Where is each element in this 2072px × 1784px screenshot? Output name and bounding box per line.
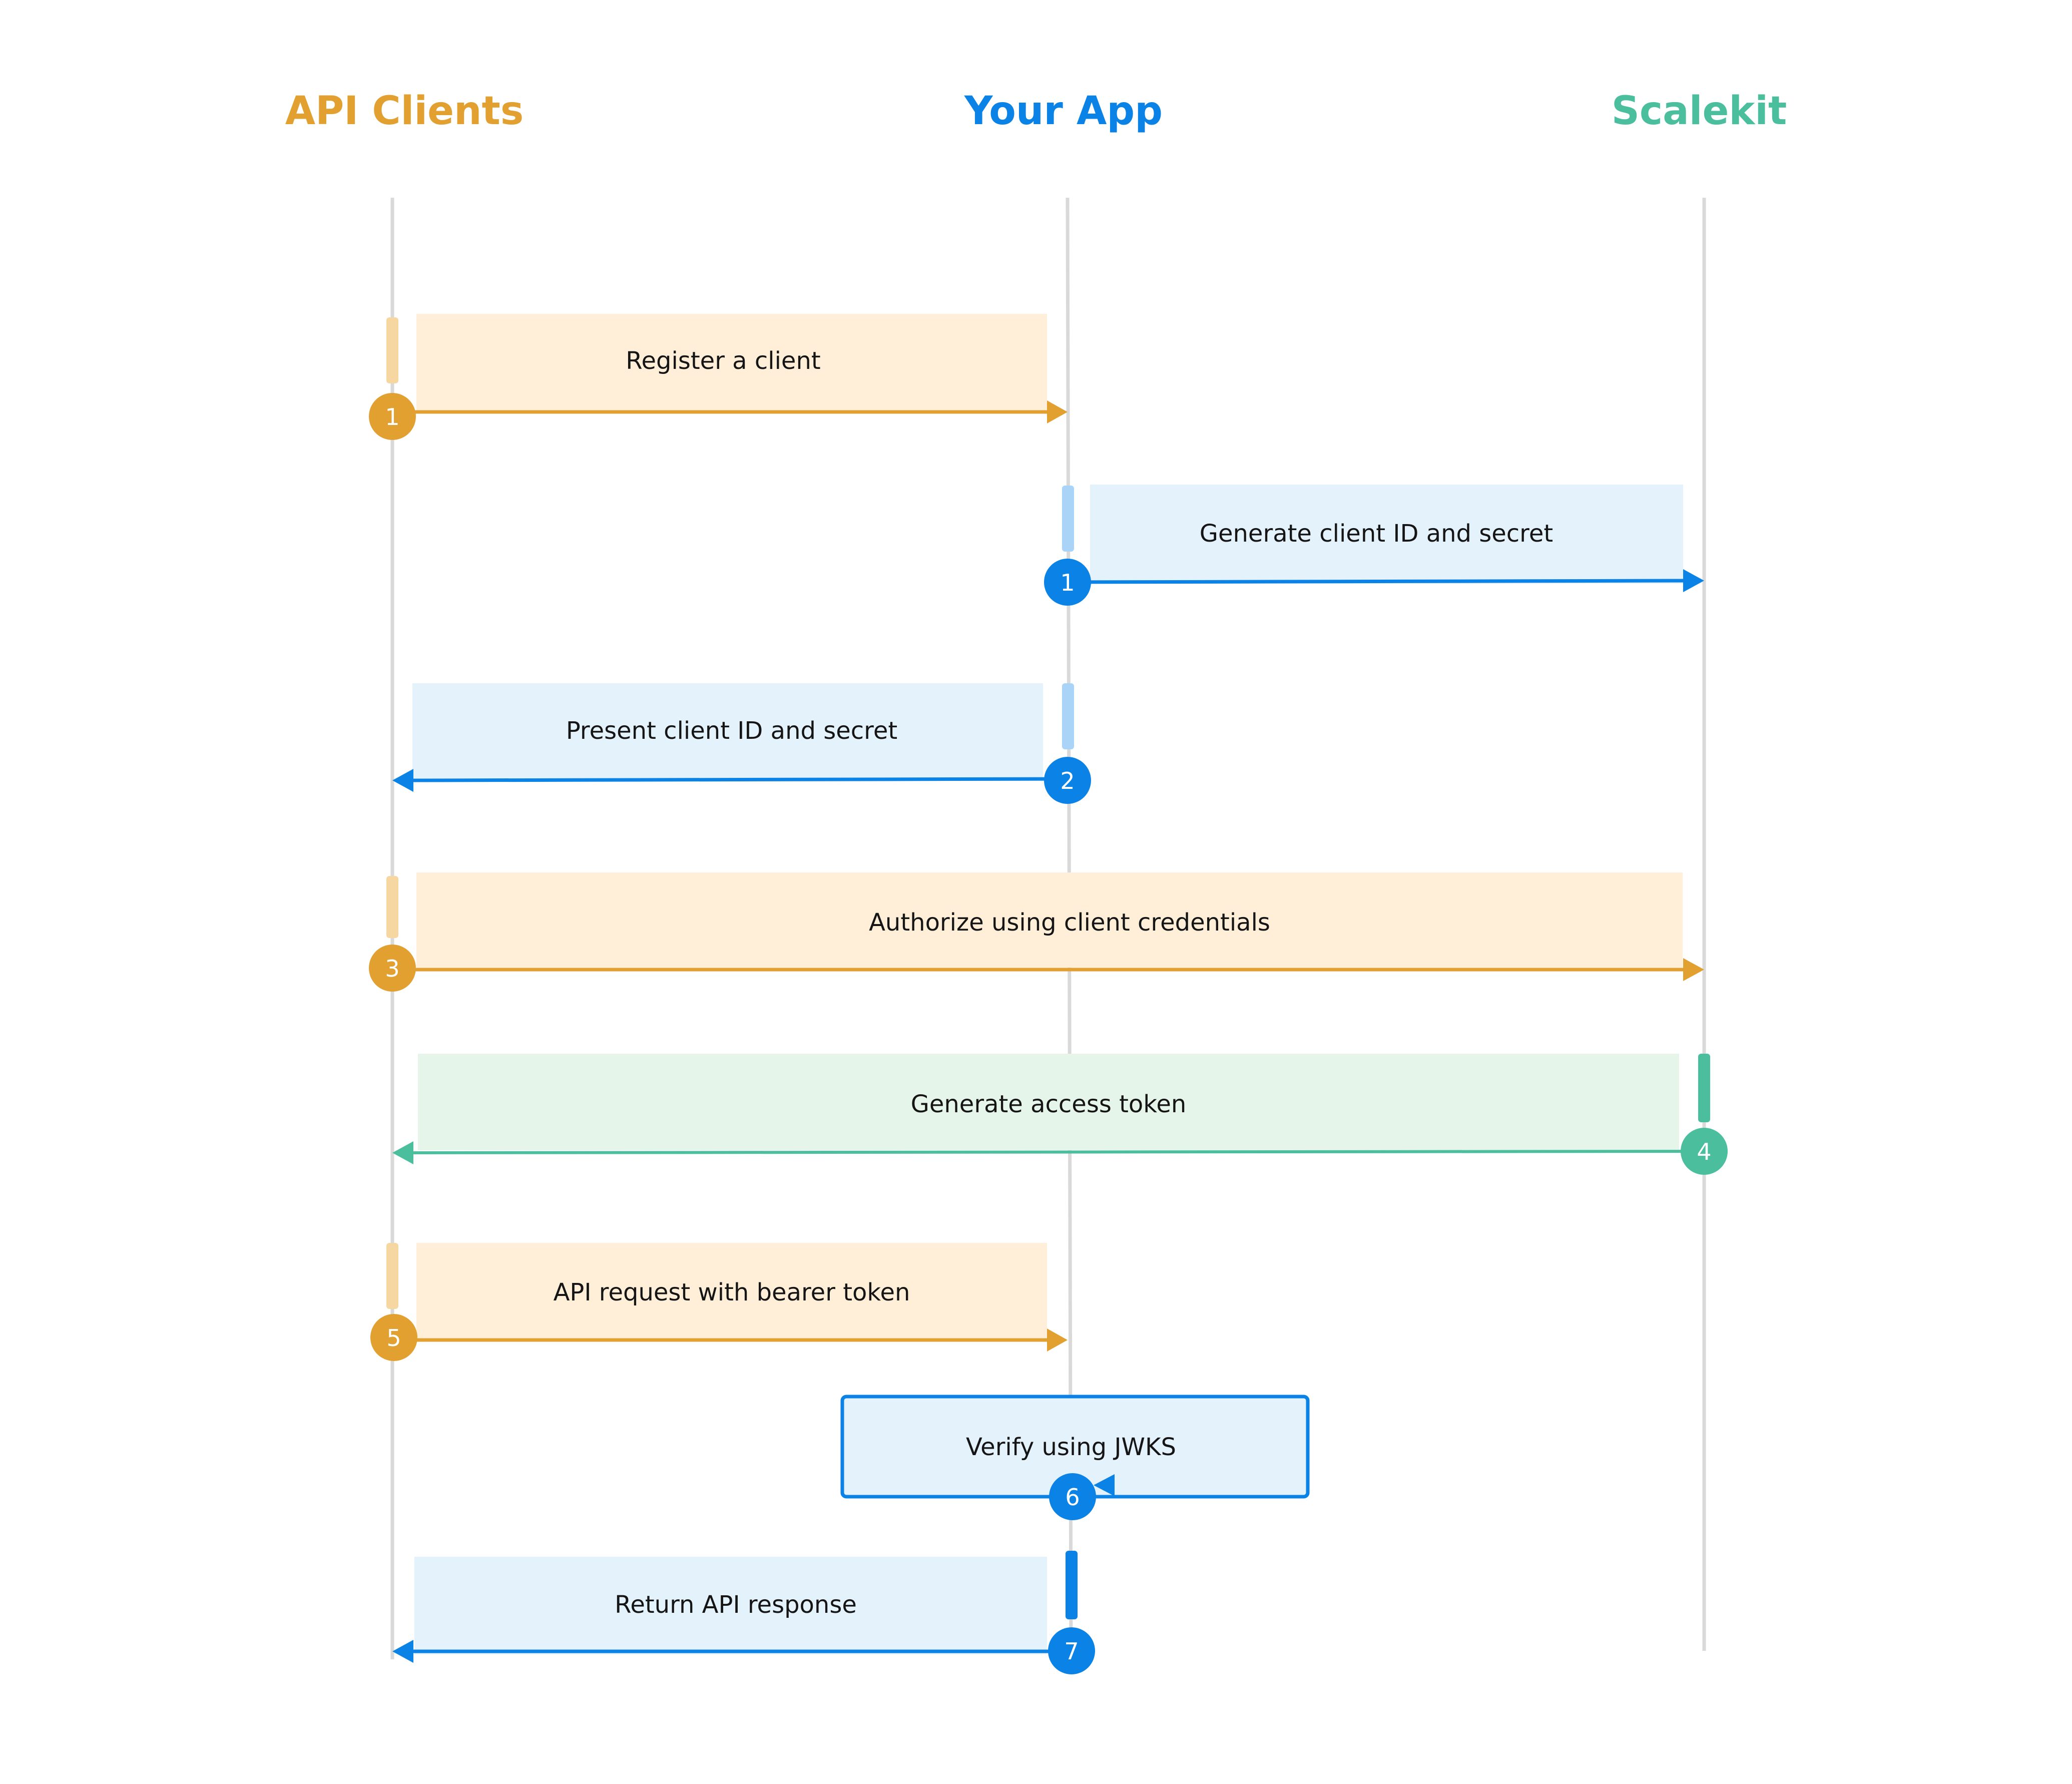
- message-label: API request with bearer token: [554, 1278, 910, 1306]
- step-number-badge: [1048, 1627, 1095, 1674]
- message-label: Return API response: [615, 1591, 857, 1619]
- step-number-badge: [1044, 559, 1091, 606]
- message-label: Generate access token: [911, 1090, 1187, 1118]
- arrowhead-left-icon: [1094, 1474, 1115, 1496]
- actor-your-app: Your App: [964, 89, 1163, 134]
- step-api-request: API request with bearer token 5: [370, 1243, 1068, 1361]
- step-number: 4: [1697, 1138, 1711, 1165]
- activation-bar: [386, 876, 398, 938]
- step-number-badge: [369, 393, 416, 440]
- step-generate-access-token: Generate access token 4: [392, 1054, 1728, 1175]
- note-box: [416, 1243, 1047, 1339]
- step-number: 5: [386, 1324, 401, 1352]
- actor-scalekit: Scalekit: [1612, 89, 1787, 134]
- step-number-badge: [370, 1314, 417, 1361]
- note-box: [414, 1557, 1047, 1654]
- message-label: Authorize using client credentials: [869, 909, 1270, 937]
- step-number-badge: [1044, 757, 1091, 804]
- message-arrow: [413, 777, 1068, 782]
- message-label: Register a client: [626, 347, 820, 375]
- arrowhead-left-icon: [392, 1640, 413, 1663]
- message-arrow: [1067, 579, 1684, 584]
- step-register-client: Register a client 1: [369, 314, 1068, 440]
- step-number: 3: [385, 955, 399, 982]
- actor-api-clients: API Clients: [285, 89, 524, 134]
- step-number: 2: [1060, 767, 1075, 794]
- note-box: [418, 1054, 1679, 1150]
- step-number-badge: [1681, 1128, 1728, 1175]
- step-number-badge: [1049, 1473, 1096, 1520]
- arrowhead-right-icon: [1683, 958, 1704, 981]
- activation-bar: [386, 317, 398, 383]
- step-number-badge: [369, 945, 416, 992]
- activation-bar: [386, 1243, 398, 1309]
- step-verify-jwks: Verify using JWKS 6: [840, 1395, 1310, 1520]
- step-return-response: Return API response 7: [392, 1551, 1095, 1674]
- step-number: 1: [1060, 569, 1075, 596]
- step-number: 1: [385, 403, 399, 430]
- step-generate-client-id: Generate client ID and secret 1: [1044, 485, 1704, 606]
- step-number: 7: [1064, 1638, 1079, 1665]
- arrowhead-right-icon: [1047, 1328, 1068, 1352]
- arrowhead-left-icon: [392, 1141, 413, 1164]
- message-arrow: [413, 1150, 1705, 1154]
- note-box: [1090, 485, 1683, 584]
- activation-bar: [1066, 1551, 1078, 1619]
- activation-bar: [1698, 1054, 1710, 1122]
- arrowhead-right-icon: [1047, 400, 1068, 423]
- note-box: [416, 314, 1047, 410]
- message-label: Present client ID and secret: [566, 717, 897, 745]
- message-label: Verify using JWKS: [966, 1433, 1176, 1461]
- step-present-client-id: Present client ID and secret 2: [392, 683, 1091, 804]
- activation-bar: [1062, 683, 1074, 749]
- step-authorize: Authorize using client credentials 3: [369, 872, 1704, 992]
- activation-bar: [1062, 486, 1074, 552]
- note-box: [412, 683, 1043, 778]
- message-label: Generate client ID and secret: [1200, 520, 1553, 548]
- arrowhead-left-icon: [392, 769, 413, 792]
- arrowhead-right-icon: [1683, 569, 1704, 592]
- step-number: 6: [1065, 1484, 1080, 1511]
- note-box: [416, 872, 1683, 968]
